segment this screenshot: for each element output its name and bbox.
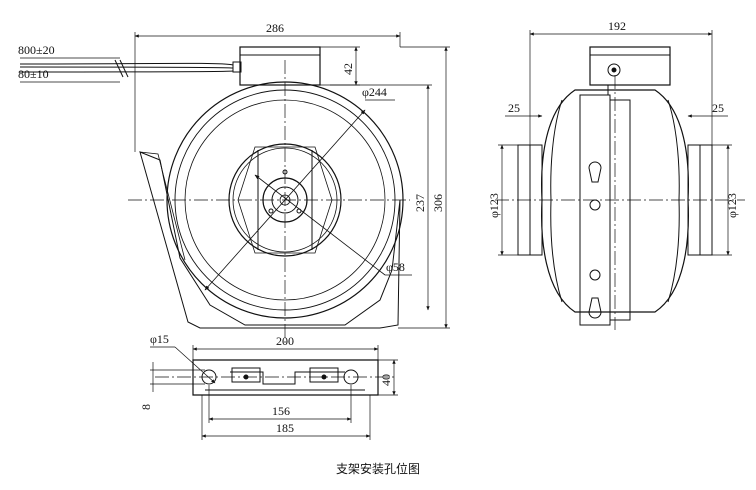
- dim-200-label: 200: [276, 334, 294, 348]
- front-outer-circle: [166, 81, 404, 319]
- side-dimension-labels: 192 25 25 φ123 φ123: [487, 19, 739, 218]
- front-cable-break-2: [119, 59, 129, 78]
- front-terminal-box: [239, 46, 321, 86]
- side-bracket-hole-1: [589, 199, 601, 211]
- side-view: [495, 46, 745, 330]
- dim-42-label: 42: [341, 63, 355, 75]
- front-cable-break-1: [114, 59, 124, 78]
- dim-306-label: 306: [431, 194, 445, 212]
- front-phi244-leader: [204, 109, 366, 291]
- front-stand-outline: [139, 151, 401, 329]
- dim-left25-label: 25: [508, 101, 520, 115]
- dim-192-label: 192: [608, 19, 626, 33]
- front-cable-3: [19, 70, 234, 73]
- dim-40-label: 40: [379, 374, 393, 386]
- dim-286-label: 286: [266, 21, 284, 35]
- dim-right25-label: 25: [712, 101, 724, 115]
- dim-lead-long-label: 800±20: [18, 43, 55, 57]
- bracket-dimensions: [150, 345, 398, 440]
- dim-185-label: 185: [276, 421, 294, 435]
- bracket-pin-left: [243, 374, 249, 380]
- bracket-pin-right: [321, 374, 327, 380]
- front-mid-circle: [174, 89, 396, 311]
- bracket-view: [155, 359, 395, 396]
- dim-phi58-label: φ58: [386, 260, 405, 274]
- side-body-inner-left: [550, 99, 563, 303]
- dim-237-label: 237: [413, 194, 427, 212]
- side-terminal-box: [589, 46, 671, 86]
- bracket-slot-right: [309, 367, 339, 383]
- side-bracket-keyhole-top: [588, 161, 602, 183]
- front-dimension-labels: 286 800±20 80±10 42 φ244 φ58 237 306: [18, 21, 445, 274]
- dim-lead-short-label: 80±10: [18, 67, 49, 81]
- dim-right-phi123-label: φ123: [725, 193, 739, 218]
- bracket-hole-right: [343, 369, 359, 385]
- front-cable-1: [19, 62, 234, 66]
- front-terminal-gland: [232, 61, 242, 73]
- bracket-hole-left: [201, 369, 217, 385]
- front-bolt-hole-left: [268, 208, 274, 214]
- side-bracket-plate: [609, 99, 631, 321]
- front-view: [19, 46, 412, 345]
- front-phi58-leader: [254, 174, 386, 276]
- side-bracket-hole-2: [589, 269, 601, 281]
- side-terminal-gland-inner: [611, 67, 617, 73]
- bracket-center-notch: [230, 371, 345, 385]
- side-bracket-keyhole-bottom: [588, 297, 602, 319]
- side-terminal-gland-outer: [607, 63, 621, 77]
- side-body-inner-right: [667, 99, 680, 303]
- front-dimensions: [20, 32, 450, 329]
- dim-156-label: 156: [272, 404, 290, 418]
- front-cable-2: [19, 66, 234, 69]
- bracket-slot-left: [231, 367, 261, 383]
- dim-phi244-label: φ244: [362, 85, 387, 99]
- bracket-dimension-labels: φ15 200 40 8 156 185: [139, 332, 393, 435]
- dim-phi15-label: φ15: [150, 332, 169, 346]
- dim-phi15-diag: [174, 346, 216, 384]
- front-inner-circle: [184, 99, 386, 301]
- front-stand-flange: [139, 151, 186, 261]
- dim-left-phi123-label: φ123: [487, 193, 501, 218]
- dim-8-label: 8: [139, 404, 153, 410]
- side-dimensions: [498, 30, 732, 256]
- drawing-caption: 支架安装孔位图: [335, 462, 420, 476]
